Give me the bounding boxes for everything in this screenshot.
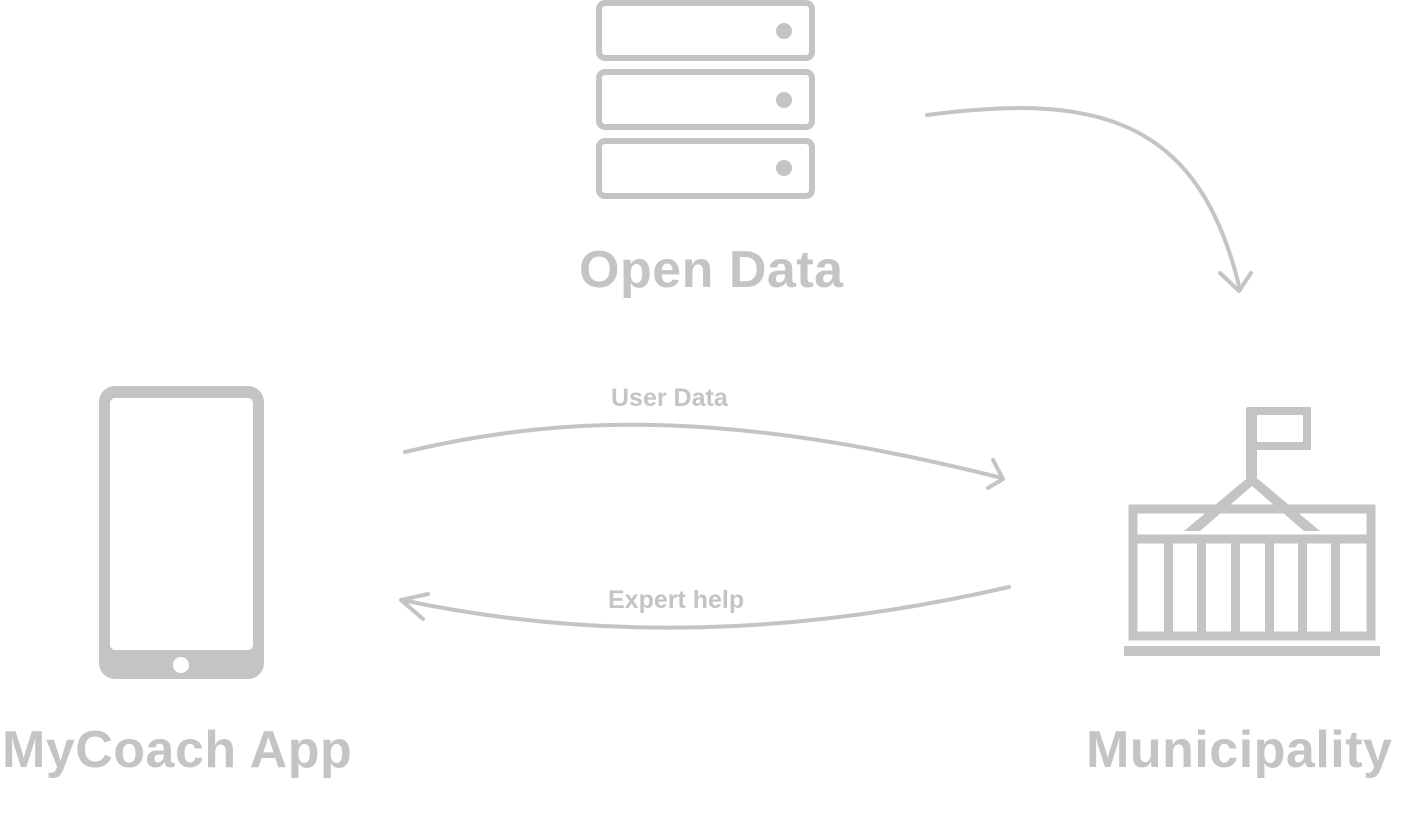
server-led-middle <box>776 92 792 108</box>
arrow-curve <box>400 585 1011 630</box>
server-led-top <box>776 23 792 39</box>
user-data-label: User Data <box>611 384 728 412</box>
smartphone-icon <box>99 386 264 679</box>
building-base <box>1124 646 1380 656</box>
flag <box>1247 407 1311 450</box>
server-unit-top <box>596 0 815 61</box>
server-unit-bottom <box>596 138 815 199</box>
arrowhead <box>986 458 1005 490</box>
arrowhead <box>399 592 430 621</box>
open-data-label: Open Data <box>579 241 844 299</box>
arrow-curve <box>925 106 1242 292</box>
phone-home-button <box>173 657 189 673</box>
arrow-expert-help <box>399 585 1011 630</box>
municipality-label: Municipality <box>1086 721 1393 779</box>
arrow-curve <box>403 422 1004 480</box>
server-stack-icon <box>596 0 815 199</box>
arrowhead <box>1218 271 1253 293</box>
building-columns <box>1164 539 1340 636</box>
building-colonnade <box>1128 534 1376 641</box>
arrow-user-data <box>403 422 1005 490</box>
mycoach-app-label: MyCoach App <box>2 721 353 779</box>
arrow-open-data-to-municipality <box>925 106 1253 293</box>
server-led-bottom <box>776 160 792 176</box>
government-building-icon <box>1124 407 1380 656</box>
phone-screen <box>110 398 253 650</box>
server-unit-middle <box>596 69 815 130</box>
expert-help-label: Expert help <box>608 586 745 614</box>
building-pediment <box>1184 474 1320 531</box>
